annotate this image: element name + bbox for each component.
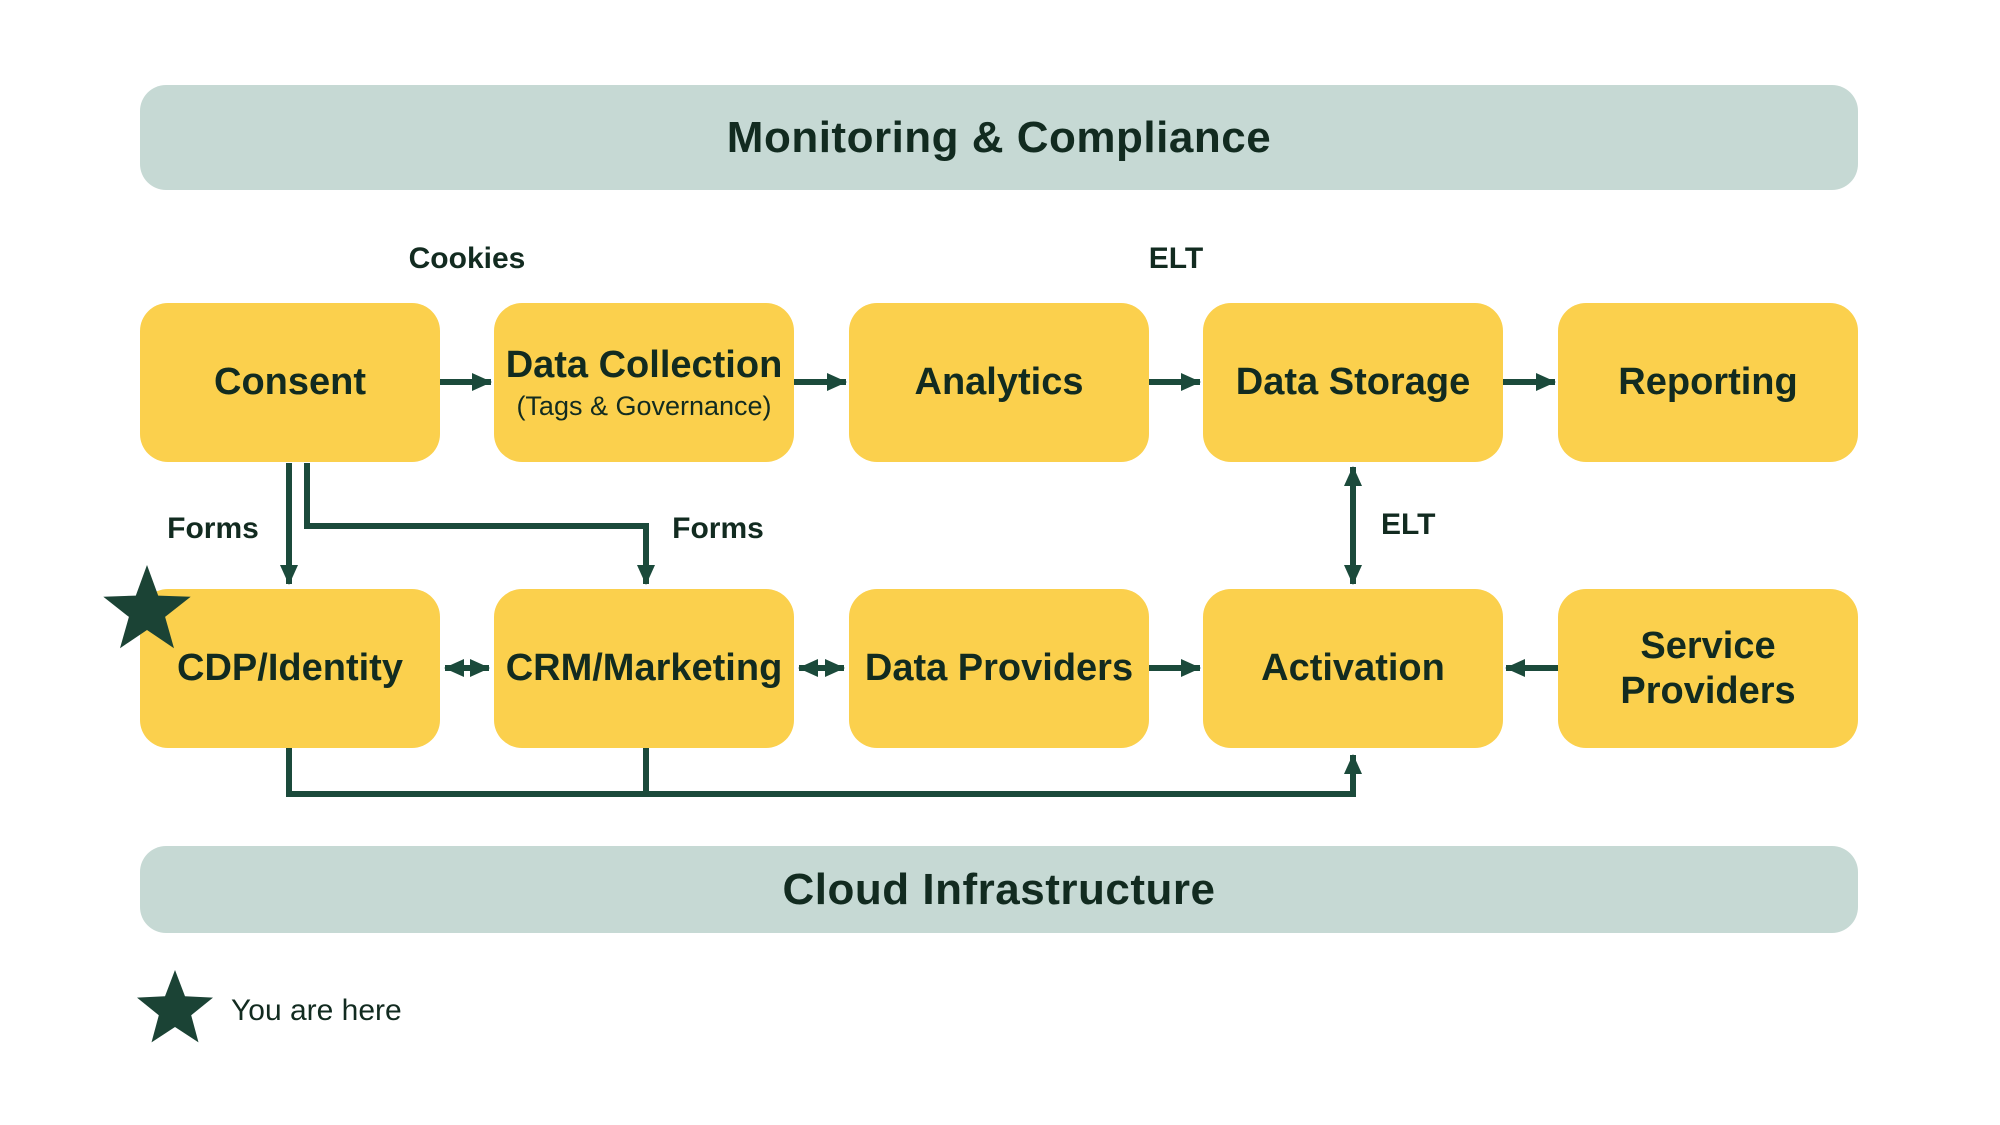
edge-label-elt-top: ELT (1148, 242, 1204, 275)
node-data-collection-title: Data Collection (505, 343, 783, 386)
node-consent-title: Consent (214, 361, 366, 404)
edge-label-forms-left: Forms (167, 512, 259, 545)
node-consent: Consent (140, 303, 440, 462)
node-data-providers-title: Data Providers (864, 647, 1134, 690)
cloud-infrastructure-title: Cloud Infrastructure (782, 864, 1216, 914)
node-data-storage: Data Storage (1203, 303, 1503, 462)
line-cdp-to-activation-loop (286, 748, 1362, 797)
node-crm-marketing: CRM/Marketing (494, 589, 794, 748)
legend-label: You are here (231, 994, 402, 1027)
node-reporting-title: Reporting (1618, 361, 1798, 404)
monitoring-compliance-bar: Monitoring & Compliance (140, 85, 1858, 190)
edge-label-forms-right: Forms (672, 512, 764, 545)
node-data-collection: Data Collection (Tags & Governance) (494, 303, 794, 462)
node-service-providers-title: Service Providers (1620, 624, 1796, 712)
node-cdp-identity-title: CDP/Identity (177, 647, 403, 690)
node-analytics-title: Analytics (914, 361, 1084, 404)
node-data-providers: Data Providers (849, 589, 1149, 748)
node-activation: Activation (1203, 589, 1503, 748)
node-activation-title: Activation (1261, 647, 1445, 690)
edge-label-elt-middle: ELT (1381, 508, 1436, 541)
cloud-infrastructure-bar: Cloud Infrastructure (140, 846, 1858, 933)
node-service-providers: Service Providers (1558, 589, 1858, 748)
monitoring-compliance-title: Monitoring & Compliance (726, 112, 1272, 162)
arrow-consent-to-crm-forms-elbow (304, 463, 655, 585)
node-analytics: Analytics (849, 303, 1149, 462)
node-reporting: Reporting (1558, 303, 1858, 462)
node-crm-marketing-title: CRM/Marketing (505, 647, 783, 690)
node-cdp-identity: CDP/Identity (140, 589, 440, 748)
legend: You are here (133, 968, 402, 1054)
edge-label-cookies: Cookies (408, 242, 526, 275)
node-data-storage-title: Data Storage (1235, 361, 1471, 404)
node-data-collection-subtitle: (Tags & Governance) (516, 391, 772, 422)
legend-star-icon (137, 970, 213, 1043)
